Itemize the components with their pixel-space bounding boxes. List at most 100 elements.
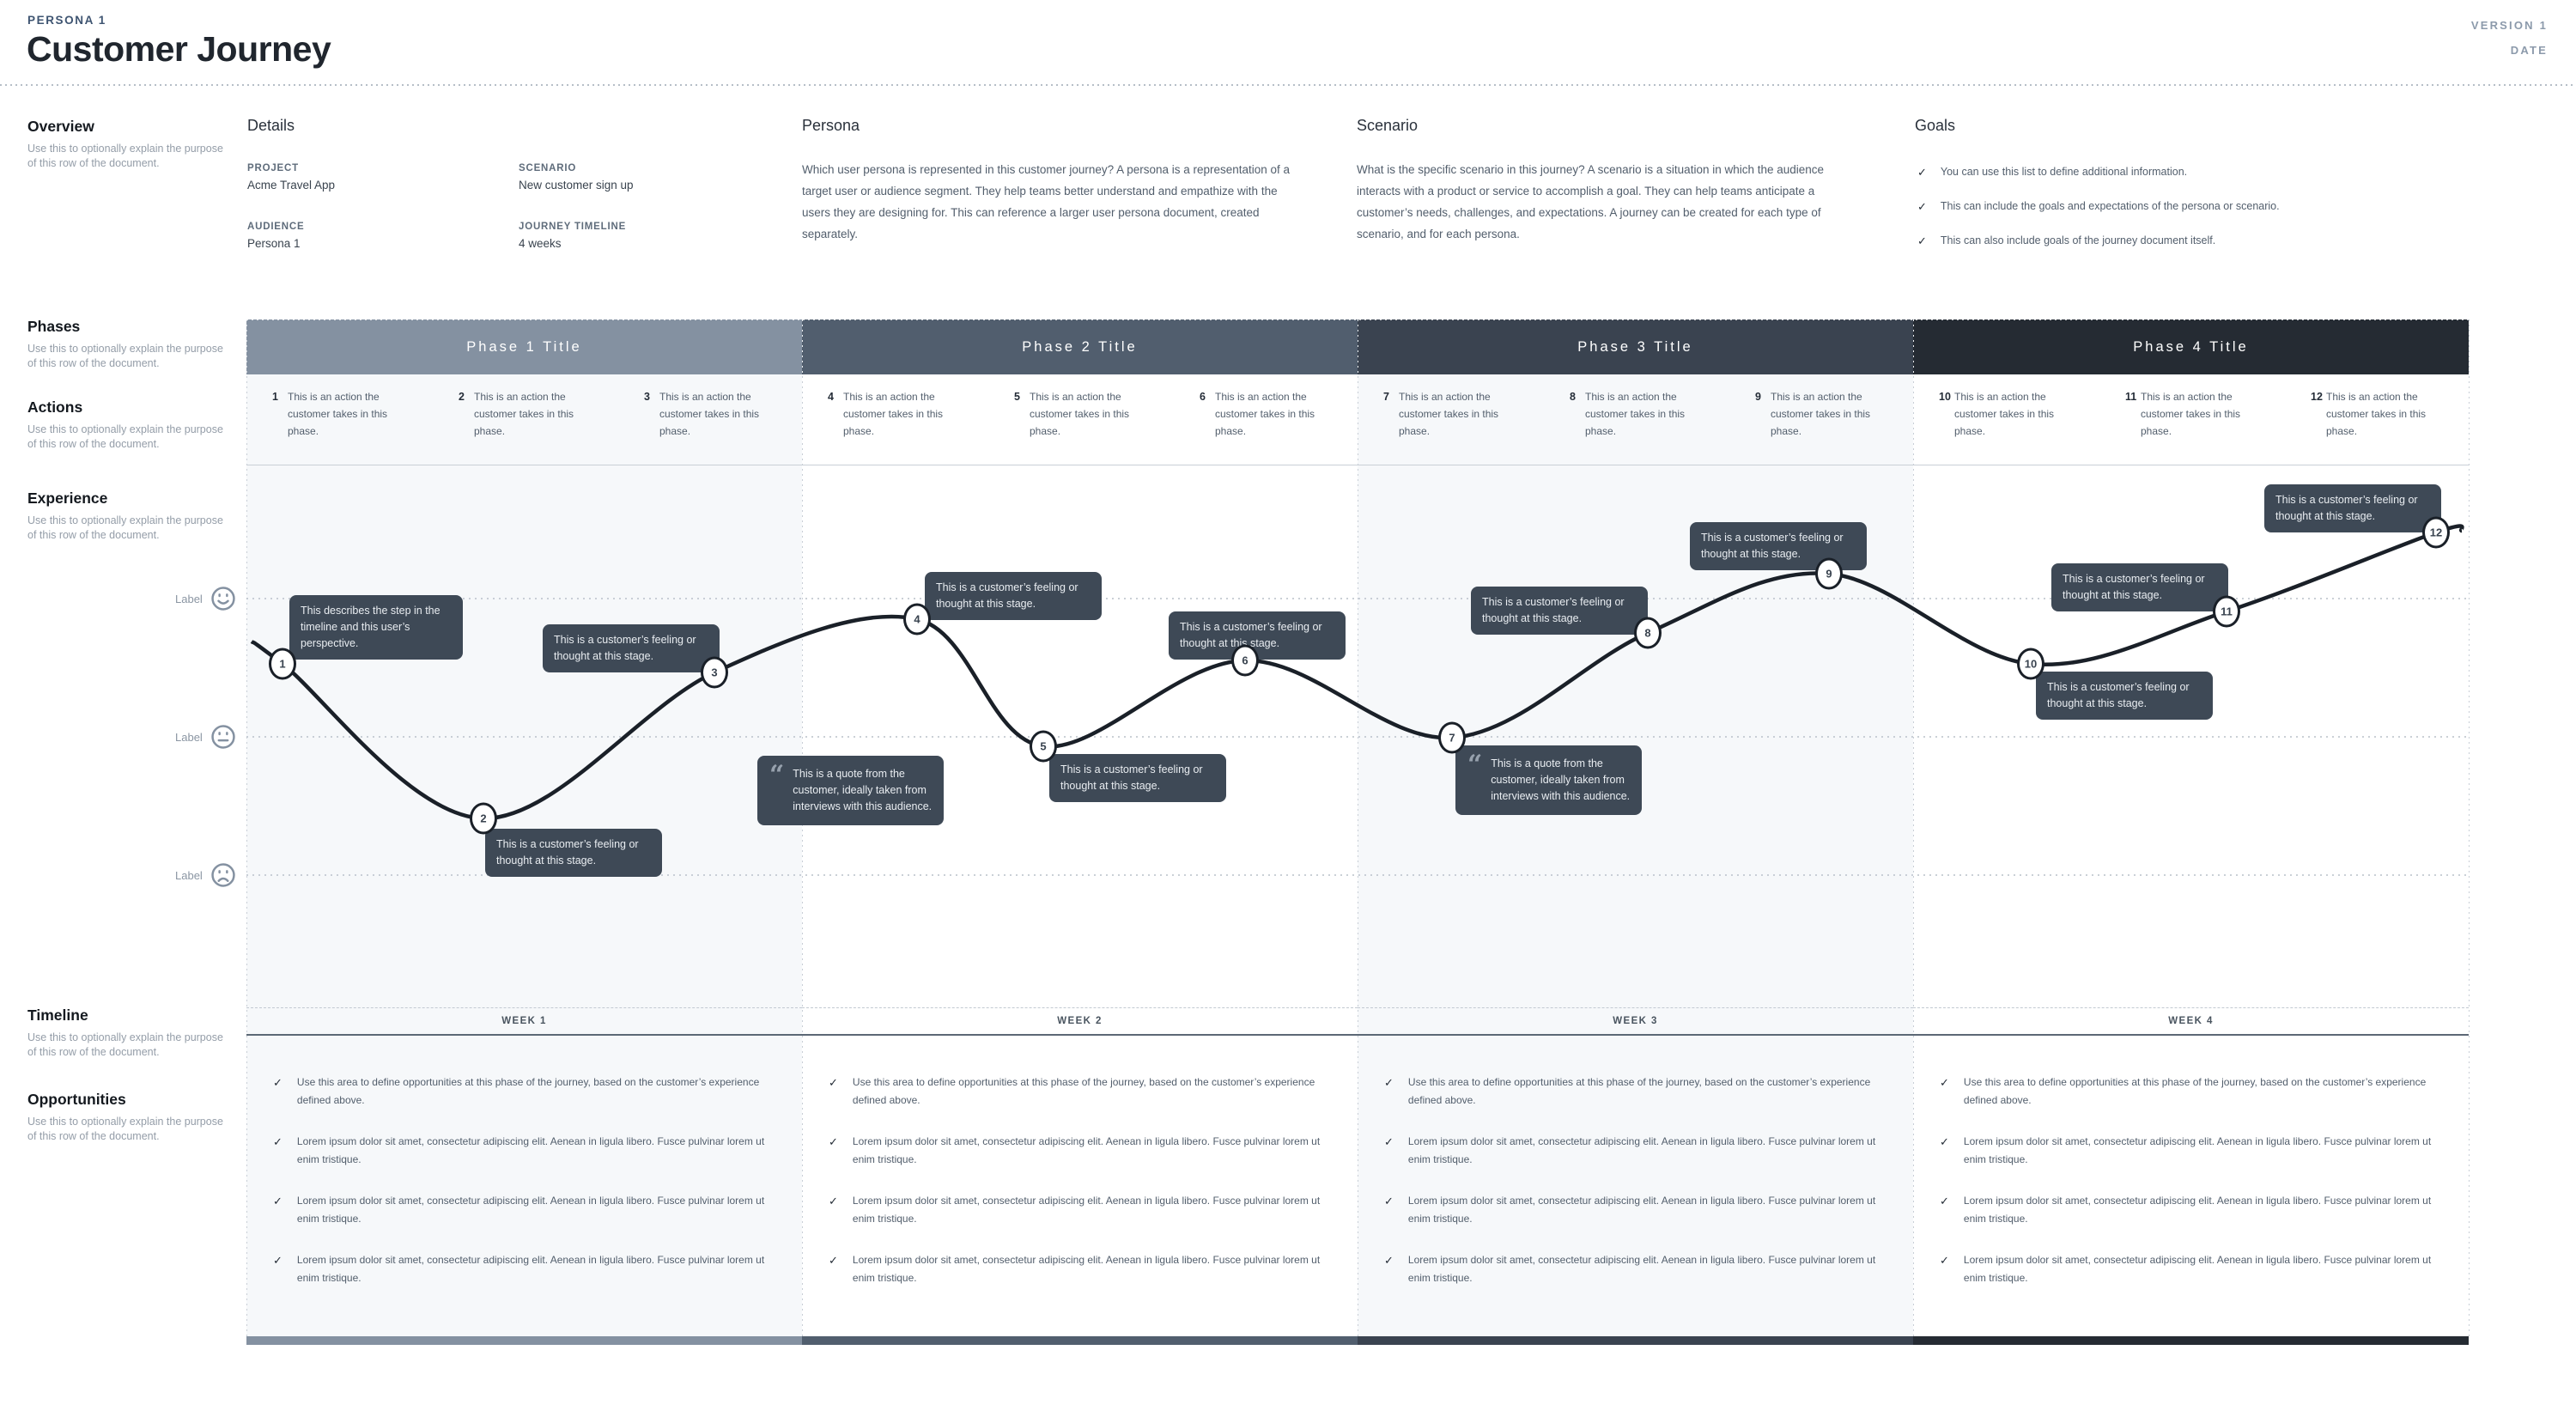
check-icon: ✓ [1940, 1135, 1949, 1148]
check-icon: ✓ [1940, 1195, 1949, 1207]
note-callout: This is a customer’s feeling or thought … [543, 624, 720, 672]
journey-node: 8 [1634, 617, 1662, 649]
note-callout: This is a customer’s feeling or thought … [485, 829, 662, 877]
note-callout: This is a customer’s feeling or thought … [1049, 754, 1226, 802]
week-label: WEEK 2 [1057, 1016, 1103, 1026]
timeline-cell: WEEK 1 [246, 1007, 802, 1036]
phase-title: Phase 3 Title [1577, 338, 1693, 355]
journey-node: 11 [2213, 595, 2240, 628]
actions-row-label: Actions Use this to optionally explain t… [27, 398, 229, 452]
column-divider [246, 319, 247, 1336]
field-value: New customer sign up [519, 179, 634, 192]
page-title: Customer Journey [27, 29, 331, 69]
row-title: Phases [27, 318, 81, 335]
note-callout: This is a customer’s feeling or thought … [1690, 522, 1867, 570]
check-icon: ✓ [1384, 1195, 1394, 1207]
action-text: This is an action the customer takes in … [1954, 391, 2055, 437]
action-number: 8 [1570, 391, 1576, 403]
action-number: 5 [1014, 391, 1020, 403]
experience-chart [246, 524, 2469, 876]
field-label: PROJECT [247, 163, 299, 173]
quote-icon: “ [769, 760, 785, 790]
note-callout: This describes the step in the timeline … [289, 595, 463, 660]
note-callout: This is a customer’s feeling or thought … [1169, 611, 1346, 660]
opportunity-text: Lorem ipsum dolor sit amet, consectetur … [296, 1195, 765, 1225]
row-description: Use this to optionally explain the purpo… [27, 1031, 223, 1058]
neutral-face-icon [211, 725, 235, 749]
opportunity-text: Lorem ipsum dolor sit amet, consectetur … [296, 1135, 765, 1165]
field-label: JOURNEY TIMELINE [519, 222, 627, 232]
check-icon: ✓ [1940, 1254, 1949, 1267]
field-value: Persona 1 [247, 237, 301, 250]
opportunity-text: Use this area to define opportunities at… [852, 1076, 1315, 1106]
opportunity-item: ✓Lorem ipsum dolor sit amet, consectetur… [1940, 1133, 2442, 1169]
experience-row-label: Experience Use this to optionally explai… [27, 490, 229, 543]
field-value: 4 weeks [519, 237, 562, 250]
action-item: 9 This is an action the customer takes in… [1755, 388, 1872, 440]
check-icon: ✓ [829, 1254, 838, 1267]
overview-row-label: Overview Use this to optionally explain … [27, 118, 229, 171]
journey-node: 4 [903, 603, 931, 636]
opportunity-text: Lorem ipsum dolor sit amet, consectetur … [852, 1195, 1321, 1225]
persona-eyebrow: PERSONA 1 [27, 14, 106, 27]
journey-node: 3 [701, 656, 728, 689]
opportunity-item: ✓Use this area to define opportunities a… [1384, 1073, 1886, 1110]
journey-node: 5 [1030, 730, 1057, 763]
action-number: 6 [1200, 391, 1206, 403]
phase-title: Phase 1 Title [466, 338, 582, 355]
week-label: WEEK 3 [1613, 1016, 1658, 1026]
timeline-row-label: Timeline Use this to optionally explain … [27, 1006, 229, 1060]
column-divider [802, 319, 803, 1336]
scenario-text: What is the specific scenario in this jo… [1357, 163, 1825, 240]
row-title: Opportunities [27, 1091, 126, 1108]
action-number: 3 [644, 391, 650, 403]
happy-face-icon [211, 587, 235, 611]
check-icon: ✓ [1384, 1135, 1394, 1148]
mood-label-row: Label [175, 863, 240, 887]
action-text: This is an action the customer takes in … [1771, 391, 1871, 437]
opportunity-text: Lorem ipsum dolor sit amet, consectetur … [1963, 1254, 2432, 1284]
scenario-title: Scenario [1357, 117, 1419, 134]
overview-description: Use this to optionally explain the purpo… [27, 143, 223, 169]
check-icon: ✓ [273, 1195, 283, 1207]
goal-item: ✓ This can include the goals and expecta… [1917, 198, 2484, 216]
opportunity-item: ✓Use this area to define opportunities a… [829, 1073, 1331, 1110]
week-label: WEEK 4 [2168, 1016, 2214, 1026]
quote-callout: “This is a quote from the customer, idea… [757, 756, 945, 825]
quote-callout: “This is a quote from the customer, idea… [1455, 745, 1643, 815]
node-number: 2 [480, 812, 487, 825]
action-text: This is an action the customer takes in … [474, 391, 574, 437]
journey-node: 2 [470, 802, 497, 835]
node-number: 9 [1826, 567, 1832, 581]
node-number: 6 [1242, 654, 1249, 667]
goal-text: This can include the goals and expectati… [1940, 200, 2280, 212]
phase-footer-bar [1913, 1336, 2469, 1345]
phase-footer-bar [246, 1336, 802, 1345]
detail-field-project: PROJECT Acme Travel App [247, 163, 335, 192]
opportunity-text: Lorem ipsum dolor sit amet, consectetur … [852, 1254, 1321, 1284]
opportunity-text: Lorem ipsum dolor sit amet, consectetur … [852, 1135, 1321, 1165]
check-icon: ✓ [273, 1135, 283, 1148]
row-description: Use this to optionally explain the purpo… [27, 423, 223, 450]
action-text: This is an action the customer takes in … [1585, 391, 1686, 437]
opportunity-item: ✓ Lorem ipsum dolor sit amet, consectetur… [1384, 1192, 1886, 1228]
mood-label-row: Label [175, 587, 240, 611]
action-number: 9 [1755, 391, 1761, 403]
opportunity-text: Lorem ipsum dolor sit amet, consectetur … [1407, 1195, 1876, 1225]
field-label: AUDIENCE [247, 222, 305, 232]
action-number: 2 [459, 391, 465, 403]
field-value: Acme Travel App [247, 179, 336, 192]
opportunity-item: ✓Use this area to define opportunities a… [273, 1073, 775, 1110]
check-icon: ✓ [1917, 166, 1927, 179]
action-number: 1 [272, 391, 278, 403]
opportunity-item: ✓ Lorem ipsum dolor sit amet, consectetur… [829, 1133, 1331, 1169]
check-icon: ✓ [829, 1135, 838, 1148]
check-icon: ✓ [1940, 1076, 1949, 1089]
opportunity-text: Lorem ipsum dolor sit amet, consectetur … [296, 1254, 765, 1284]
node-number: 3 [711, 666, 718, 679]
